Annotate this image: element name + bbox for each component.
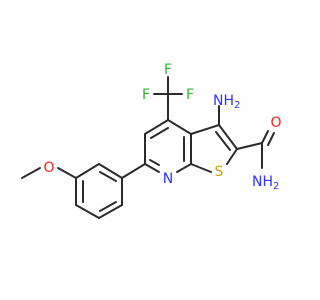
ether-oxygen-label: O xyxy=(43,160,54,176)
fluorine-top-label: F xyxy=(164,62,172,78)
bond-ph1-ph2-inner xyxy=(99,171,117,182)
bond-o-ch3 xyxy=(21,167,41,179)
bond-camide-o xyxy=(261,130,269,144)
bond-c2-camide xyxy=(236,142,263,150)
bond-c4-c3a xyxy=(167,119,192,135)
bond-ph4-ph5 xyxy=(75,204,100,219)
bond-camide-o-2 xyxy=(267,132,275,146)
amide-nitrogen-label: NH2 xyxy=(252,174,279,192)
bond-ph1-ph2 xyxy=(98,163,123,179)
bond-c2-s1 xyxy=(226,148,238,165)
amino-label: NH2 xyxy=(213,93,240,111)
atom-labels: F F F NH2 O NH2 N S O xyxy=(43,62,281,192)
fluorine-left-label: F xyxy=(142,87,150,103)
bond-c3-c2 xyxy=(218,124,238,150)
bond-ph2-ph3 xyxy=(75,163,100,179)
thiophene-sulfur-label: S xyxy=(215,164,224,180)
bond-n7-c6 xyxy=(144,163,160,173)
bond-ph5-ph6 xyxy=(98,204,123,219)
bond-s1-c7a xyxy=(190,163,212,173)
amino-label-text: NH xyxy=(213,93,234,109)
molecule-structure: F F F NH2 O NH2 N S O xyxy=(21,62,282,219)
bond-c3-c2-inner xyxy=(215,131,231,151)
bond-n7-c6-inner xyxy=(149,159,160,166)
fluorine-right-label: F xyxy=(186,87,194,103)
bond-ph5-ph6-inner xyxy=(99,201,117,212)
amide-nitrogen-subscript: 2 xyxy=(273,181,279,192)
bond-c6-phenyl xyxy=(121,163,146,179)
bond-c3a-c3 xyxy=(190,124,220,135)
bond-ph3-o xyxy=(57,167,77,179)
bond-c5-c4 xyxy=(144,119,169,135)
amino-label-subscript: 2 xyxy=(234,100,240,111)
bond-c5-c4-inner xyxy=(150,127,169,139)
amide-nitrogen-text: NH xyxy=(252,174,273,190)
pyridine-nitrogen-label: N xyxy=(163,171,173,187)
bonds xyxy=(21,76,275,219)
carbonyl-oxygen-label: O xyxy=(270,115,281,131)
molecule-canvas: F F F NH2 O NH2 N S O xyxy=(21,62,282,219)
bond-c7a-n7 xyxy=(176,163,192,173)
